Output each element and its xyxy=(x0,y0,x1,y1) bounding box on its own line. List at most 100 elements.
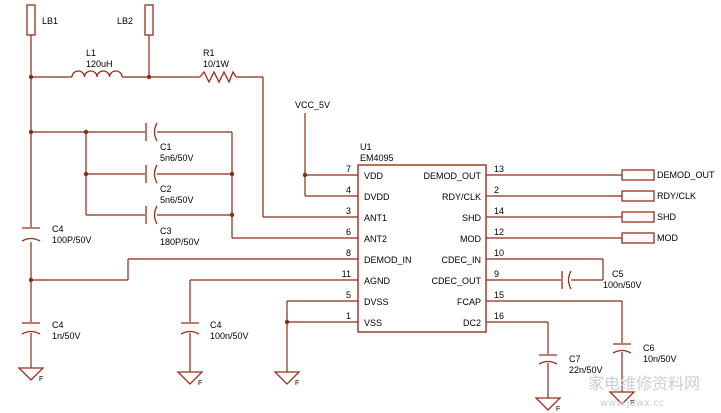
pin-name-shd: SHD xyxy=(462,213,482,223)
r1-resistor xyxy=(199,70,237,84)
lb2-connector xyxy=(144,4,154,36)
pin-num: 10 xyxy=(494,248,504,258)
svg-text:F: F xyxy=(39,376,43,383)
junction-dots xyxy=(28,74,308,325)
c6-value: 10n/50V xyxy=(643,354,677,364)
output-label-demod-out: DEMOD_OUT xyxy=(657,170,715,180)
output-connector-rdy-clk xyxy=(621,190,655,202)
pin-num: 8 xyxy=(346,248,351,258)
output-connector-demod-out xyxy=(621,169,655,181)
pin-name-rdy-clk: RDY/CLK xyxy=(442,192,481,202)
c4-100p-ref: C4 xyxy=(52,224,64,234)
lb1-connector xyxy=(26,4,36,36)
r1-value: 10/1W xyxy=(203,59,230,69)
c7-capacitor xyxy=(538,354,558,365)
ground-symbol-1: F xyxy=(17,367,45,383)
c5-capacitor xyxy=(561,270,572,290)
l1-value: 120uH xyxy=(86,59,113,69)
output-connector-shd xyxy=(621,211,655,223)
pin-num: 11 xyxy=(342,269,351,279)
c1-capacitor xyxy=(145,122,158,142)
output-connectors: DEMOD_OUT RDY/CLK SHD MOD xyxy=(621,169,715,244)
pin-name-demod-in: DEMOD_IN xyxy=(364,255,412,265)
pin-num: 1 xyxy=(346,311,351,321)
c2-ref: C2 xyxy=(160,184,172,194)
svg-text:F: F xyxy=(198,380,202,387)
svg-text:F: F xyxy=(295,380,299,387)
l1-inductor xyxy=(71,70,123,78)
pin-name-agnd: AGND xyxy=(364,276,391,286)
c5-ref: C5 xyxy=(612,269,624,279)
pin-num: 13 xyxy=(494,164,504,174)
c2-capacitor xyxy=(145,164,158,184)
pin-name-ant2: ANT2 xyxy=(364,234,387,244)
pin-num: 15 xyxy=(494,290,504,300)
c7-value: 22n/50V xyxy=(569,365,603,375)
output-connector-mod xyxy=(621,232,655,244)
svg-text:F: F xyxy=(630,400,634,407)
ground-symbol-5: F xyxy=(608,391,636,407)
ground-symbol-3: F xyxy=(273,371,301,387)
c4-100n-ref: C4 xyxy=(210,320,222,330)
c4-100n-capacitor xyxy=(180,322,200,335)
u1-part: EM4095 xyxy=(360,153,394,163)
ic-right-pins: 13 DEMOD_OUT 2 RDY/CLK 14 SHD 12 MOD 10 … xyxy=(423,164,504,328)
lb1-label: LB1 xyxy=(42,16,58,26)
u1-ref: U1 xyxy=(360,142,372,152)
c7-ref: C7 xyxy=(569,354,581,364)
c3-capacitor xyxy=(145,205,158,225)
pin-name-cdec-in: CDEC_IN xyxy=(441,255,481,265)
pin-name-ant1: ANT1 xyxy=(364,213,387,223)
c1-ref: C1 xyxy=(160,142,172,152)
c4-100n-value: 100n/50V xyxy=(210,331,249,341)
output-label-mod: MOD xyxy=(657,233,678,243)
c6-capacitor xyxy=(612,343,632,354)
pin-num: 4 xyxy=(346,185,351,195)
c2-value: 5n6/50V xyxy=(160,195,194,205)
pin-name-vdd: VDD xyxy=(364,171,384,181)
vcc-label: VCC_5V xyxy=(295,100,330,110)
c4-1n-value: 1n/50V xyxy=(52,331,81,341)
pin-num: 16 xyxy=(494,311,504,321)
c3-value: 180P/50V xyxy=(160,237,200,247)
pin-name-vss: VSS xyxy=(364,318,382,328)
pin-name-mod: MOD xyxy=(460,234,481,244)
c5-value: 100n/50V xyxy=(603,280,642,290)
wires xyxy=(30,35,623,398)
c4-100p-value: 100P/50V xyxy=(52,235,92,245)
c4-100p-capacitor xyxy=(21,227,41,242)
pin-name-dvdd: DVDD xyxy=(364,192,390,202)
pin-name-dc2: DC2 xyxy=(463,318,481,328)
watermark-url: www.jdwx.cc xyxy=(600,398,664,409)
c3-ref: C3 xyxy=(160,226,172,236)
c4-1n-ref: C4 xyxy=(52,320,64,330)
l1-ref: L1 xyxy=(86,48,96,58)
watermark-text: 家电维修资料网 xyxy=(588,374,700,393)
output-label-rdy-clk: RDY/CLK xyxy=(657,191,696,201)
ground-symbol-2: F xyxy=(176,371,204,387)
lb2-label: LB2 xyxy=(117,16,133,26)
r1-ref: R1 xyxy=(203,48,215,58)
pin-name-fcap: FCAP xyxy=(457,297,481,307)
ground-symbol-4: F xyxy=(534,397,562,413)
pin-num: 6 xyxy=(346,227,351,237)
pin-num: 2 xyxy=(494,185,499,195)
pin-name-demod-out: DEMOD_OUT xyxy=(423,171,481,181)
output-label-shd: SHD xyxy=(657,212,677,222)
c4-1n-capacitor xyxy=(21,322,41,335)
pin-num: 12 xyxy=(494,227,504,237)
pin-num: 3 xyxy=(346,206,351,216)
u1-ic-body xyxy=(357,164,487,333)
pin-name-cdec-out: CDEC_OUT xyxy=(431,276,481,286)
pin-num: 7 xyxy=(346,164,351,174)
pin-num: 9 xyxy=(494,269,499,279)
pin-num: 5 xyxy=(346,290,351,300)
c1-value: 5n6/50V xyxy=(160,153,194,163)
pin-num: 14 xyxy=(494,206,504,216)
svg-text:F: F xyxy=(556,406,560,413)
ic-left-pins: 7 VDD 4 DVDD 3 ANT1 6 ANT2 8 DEMOD_IN 11… xyxy=(342,164,412,328)
c6-ref: C6 xyxy=(643,343,655,353)
pin-name-dvss: DVSS xyxy=(364,297,389,307)
